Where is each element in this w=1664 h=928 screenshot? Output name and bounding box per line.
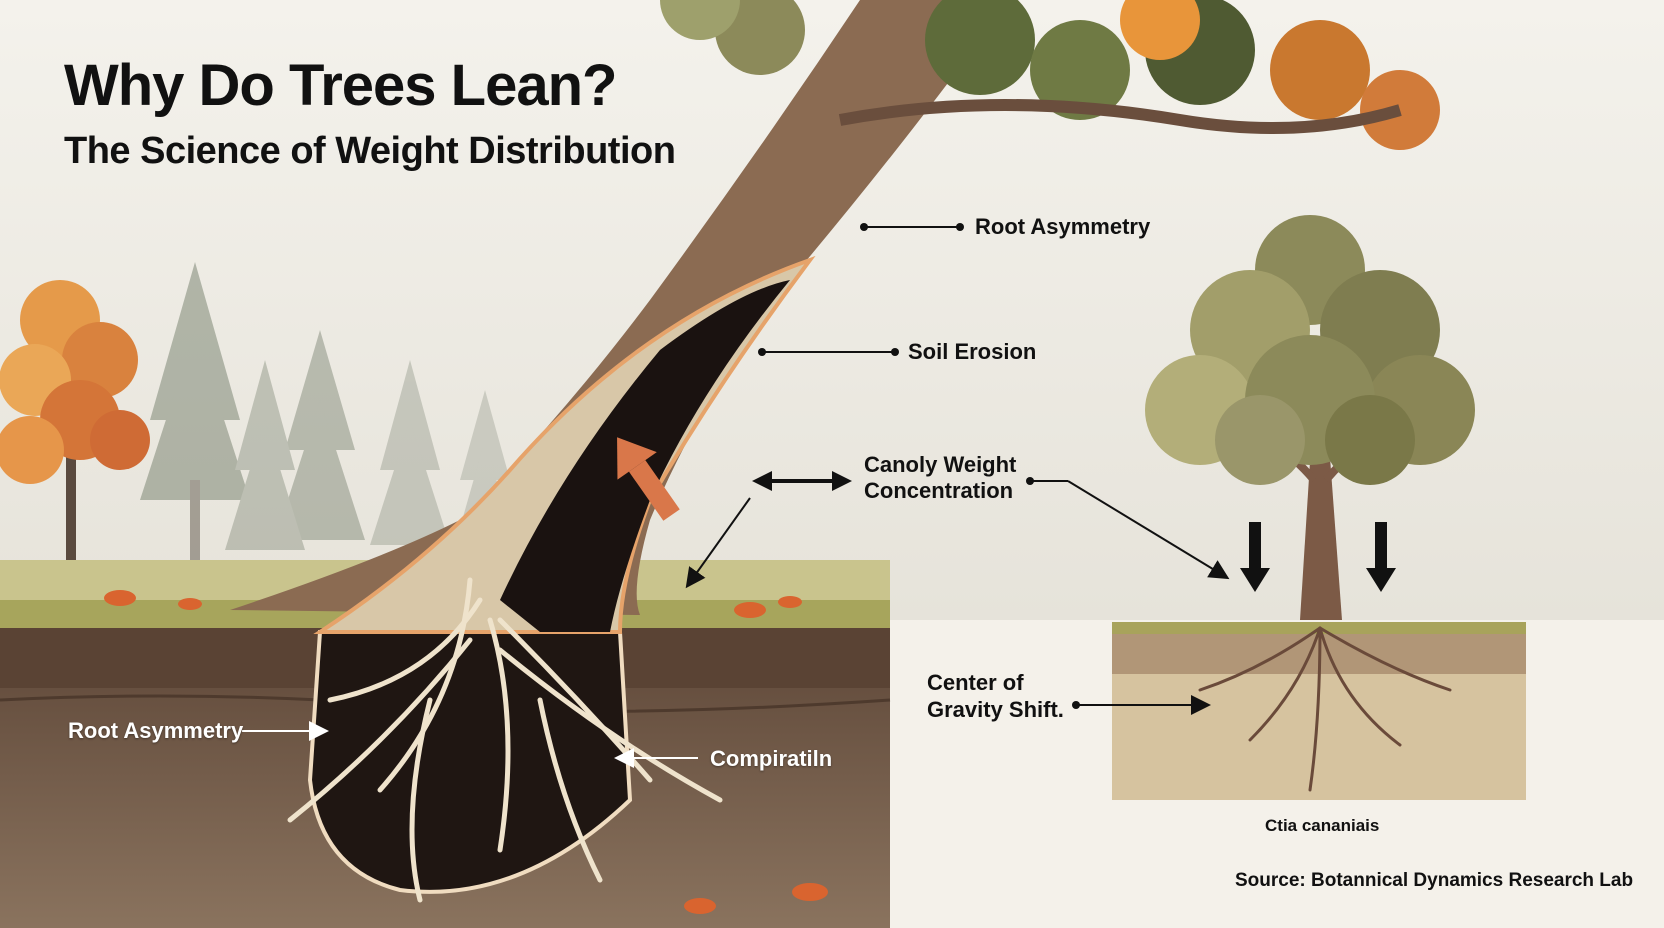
page-subtitle: The Science of Weight Distribution (64, 130, 676, 172)
arrow-down-icon (1240, 522, 1270, 592)
label-compression: Compiratiln (710, 746, 833, 771)
autumn-tree-left (0, 280, 150, 580)
arrow-down-icon (1366, 522, 1396, 592)
label-soil-erosion: Soil Erosion (908, 339, 1037, 364)
page-title: Why Do Trees Lean? (64, 53, 617, 118)
root-cavity (307, 630, 633, 894)
big-tree-canopy (660, 0, 1440, 150)
label-canopy-weight-line2: Concentration (864, 478, 1014, 503)
label-center-gravity-line2: Gravity Shift. (927, 697, 1064, 722)
label-root-asymmetry-top: Root Asymmetry (975, 214, 1151, 239)
leader-lines (685, 226, 1230, 715)
leaning-trunk (230, 0, 1010, 615)
label-canopy-weight-line1: Canoly Weight (864, 452, 1017, 477)
double-arrow-icon (752, 471, 852, 491)
source-credit: Source: Botannical Dynamics Research Lab (1235, 870, 1634, 891)
fallen-leaves (104, 590, 828, 914)
label-root-asymmetry-bottom: Root Asymmetry (68, 718, 244, 743)
stress-arrow (617, 437, 680, 521)
roots (287, 577, 723, 903)
label-center-gravity-line1: Center of (927, 670, 1024, 695)
inset-diagram (1112, 215, 1526, 800)
inset-caption: Ctia cananiais (1265, 816, 1380, 835)
